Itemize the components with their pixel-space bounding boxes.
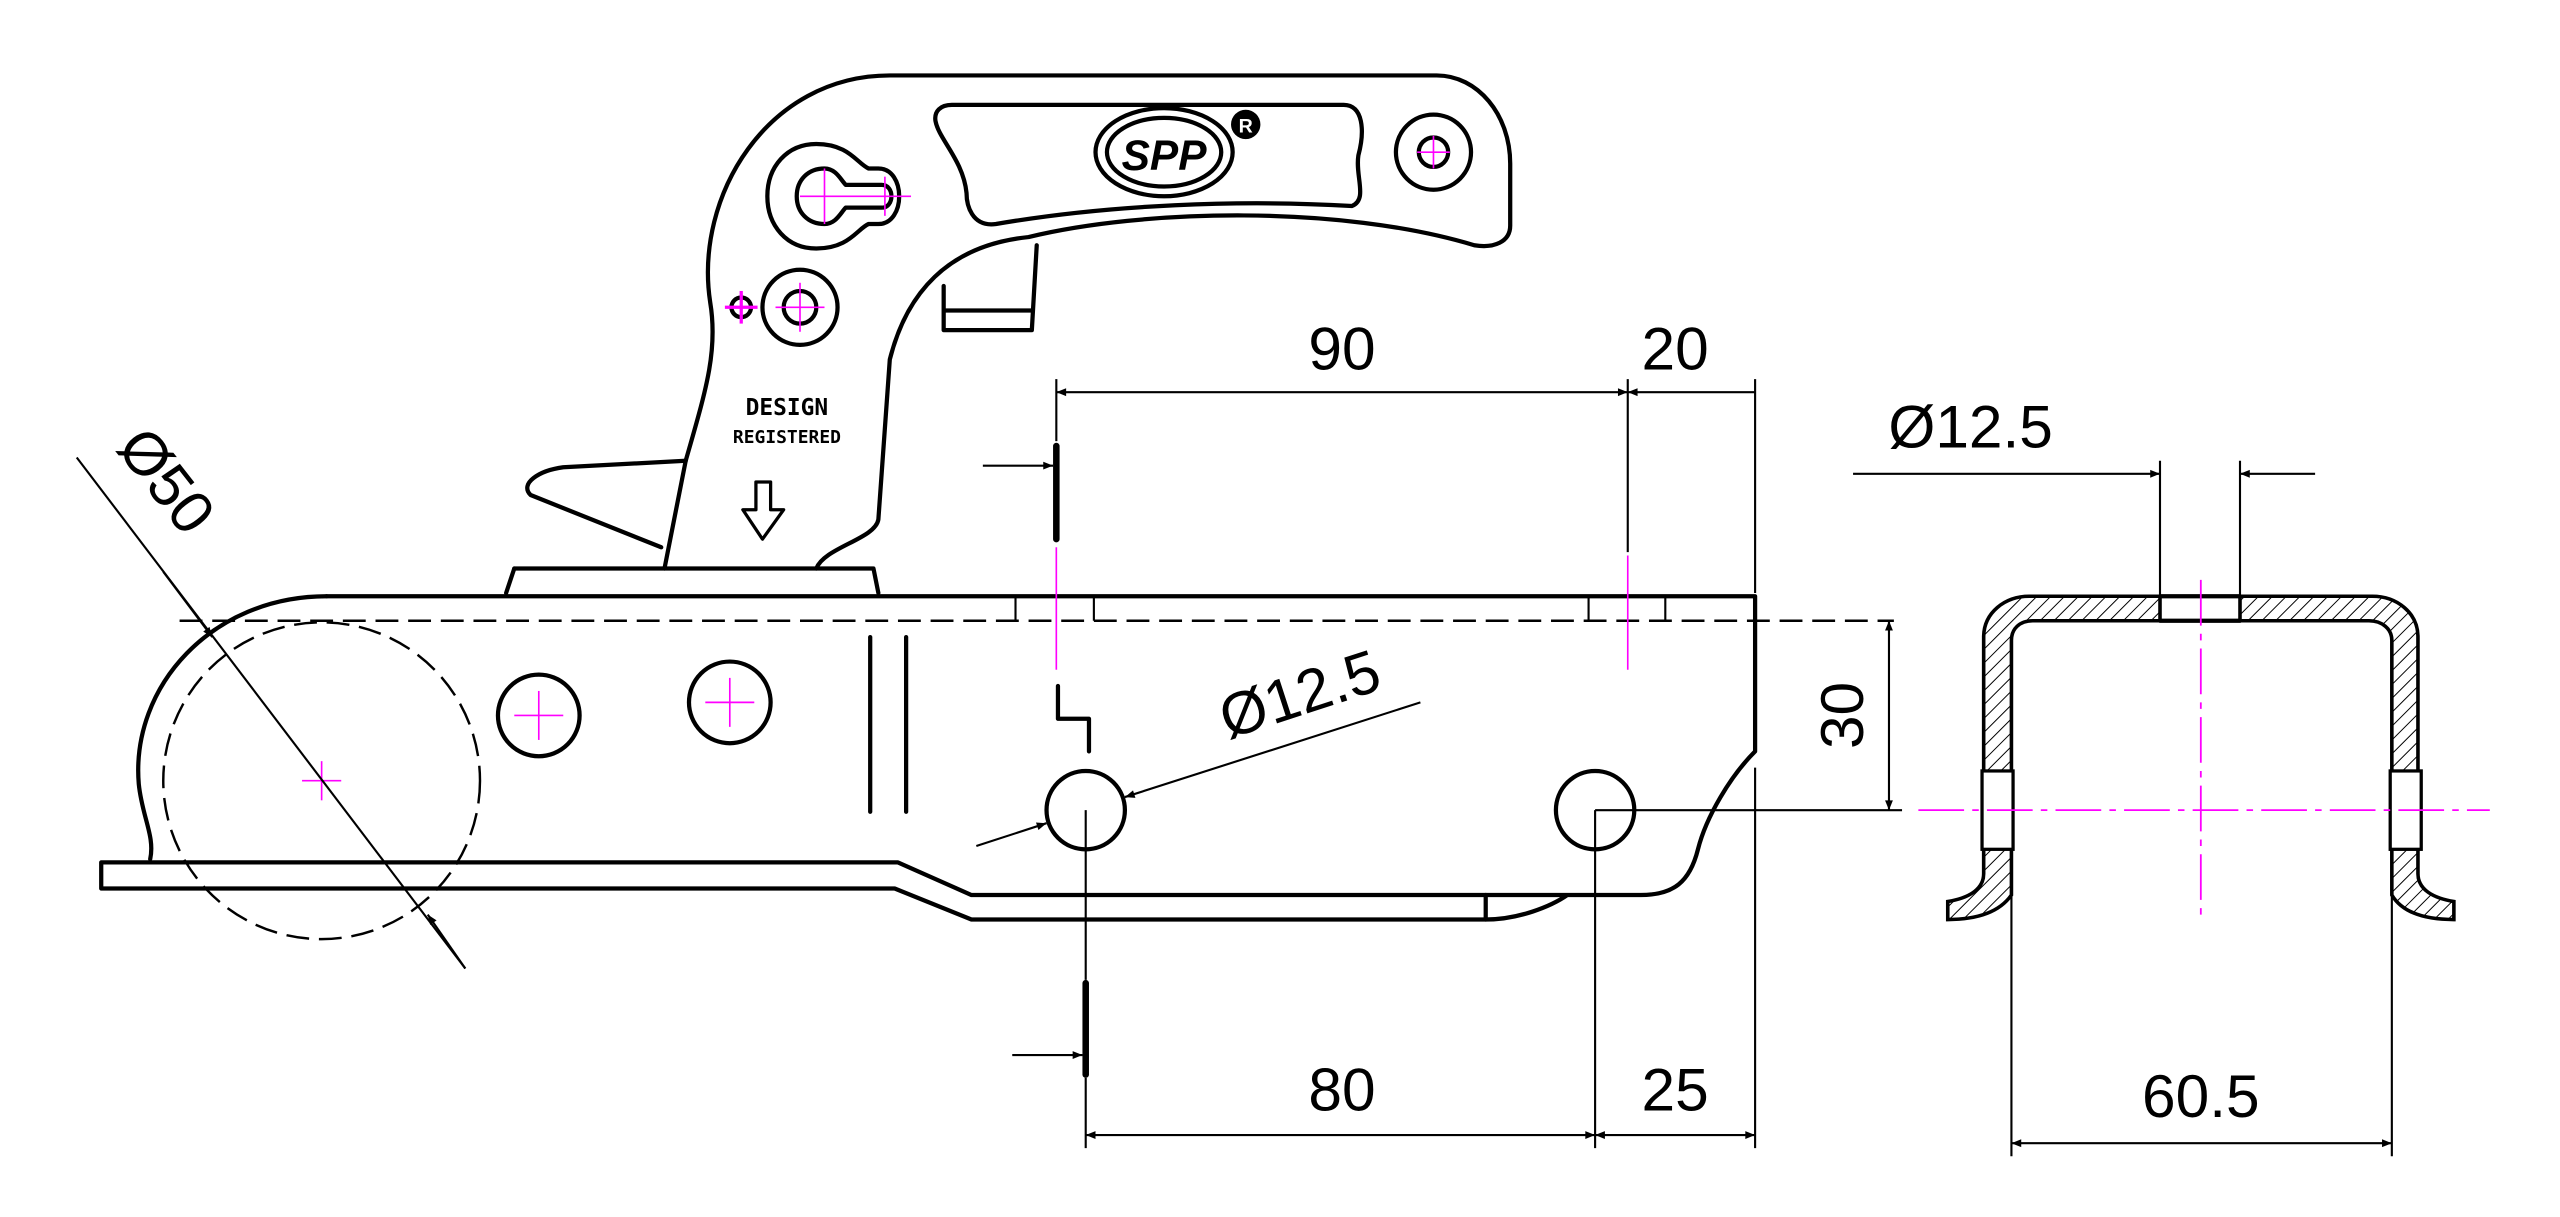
dim-ball-diameter: Ø50 [105, 415, 229, 547]
dim-25: 25 [1642, 1056, 1709, 1124]
dim-hole-diameter: Ø12.5 [1211, 636, 1388, 752]
dimension-top: 90 20 [1055, 314, 1757, 593]
logo: SPP R [1093, 105, 1261, 199]
dim-30: 30 [1808, 682, 1876, 749]
handle [662, 73, 1513, 571]
dim-section-hole-diameter: Ø12.5 [1888, 393, 2053, 461]
body [99, 566, 1894, 941]
dimension-height: 30 [1595, 620, 1903, 812]
dimension-hole: Ø12.5 [975, 636, 1421, 848]
dimension-ball: Ø50 [75, 415, 467, 970]
dim-20: 20 [1642, 314, 1709, 382]
section-view [1918, 579, 2490, 923]
dimension-width: 60.5 [2010, 895, 2393, 1157]
registered-mark: R [1239, 116, 1253, 138]
stamp-registered: REGISTERED [733, 427, 841, 448]
section-markers [982, 442, 1629, 1078]
dim-60-5: 60.5 [2142, 1062, 2260, 1130]
down-arrow-icon [741, 480, 786, 541]
dim-80: 80 [1308, 1056, 1375, 1124]
dimension-bottom: 80 25 [1084, 767, 1757, 1149]
stamp-design: DESIGN [746, 395, 829, 421]
logo-text: SPP [1122, 132, 1208, 179]
dimension-section-hole: Ø12.5 [1853, 393, 2316, 621]
lever [525, 458, 688, 550]
dim-90: 90 [1308, 314, 1375, 382]
